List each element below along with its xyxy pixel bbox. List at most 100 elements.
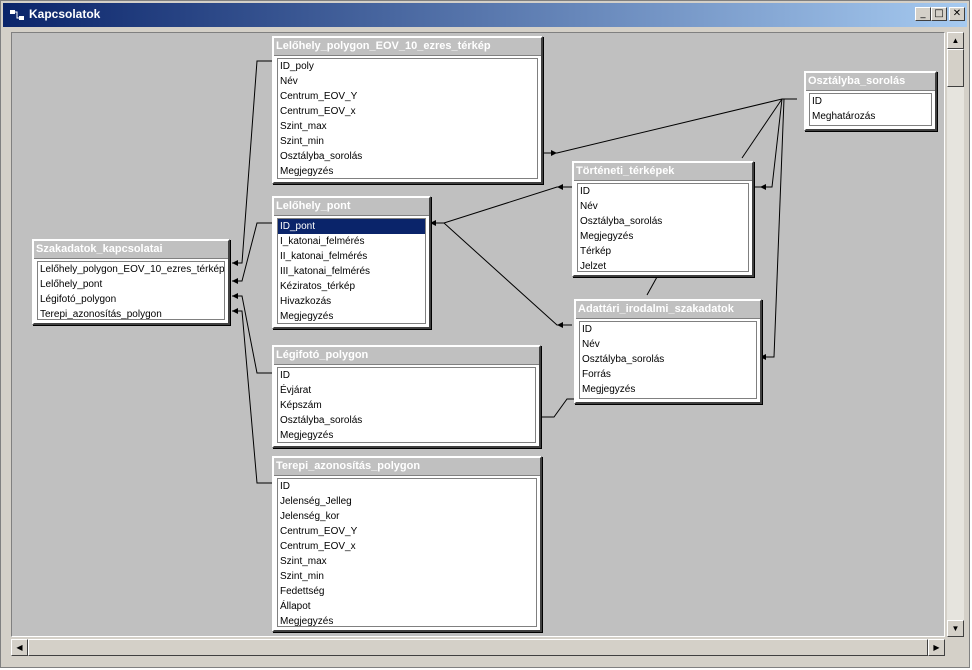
field-list[interactable]: ID Meghatározás bbox=[809, 93, 932, 126]
relation-line bbox=[232, 310, 272, 484]
field-item[interactable]: Megjegyzés bbox=[280, 166, 334, 177]
field-list[interactable]: ID Név Osztályba_sorolás Forrás Megjegyz… bbox=[579, 321, 757, 399]
relation-line bbox=[232, 222, 272, 282]
relationship-lines bbox=[232, 60, 797, 484]
field-item[interactable]: Megjegyzés bbox=[580, 231, 634, 242]
field-item[interactable]: Jelenség_kor bbox=[280, 511, 340, 522]
table-lelohely-polygon[interactable]: Lelőhely_polygon_EOV_10_ezres_térkép ID_… bbox=[272, 36, 543, 184]
field-item[interactable]: I_katonai_felmérés bbox=[280, 236, 365, 247]
field-item[interactable]: Centrum_EOV_x bbox=[280, 541, 356, 552]
table-lelohely-pont[interactable]: Lelőhely_pont ID_pont I_katonai_felmérés… bbox=[272, 196, 431, 329]
field-list[interactable]: ID_poly Név Centrum_EOV_Y Centrum_EOV_x … bbox=[277, 58, 538, 179]
field-item[interactable]: Centrum_EOV_Y bbox=[280, 91, 358, 102]
field-item-selected[interactable]: ID_pont bbox=[278, 219, 425, 234]
field-item[interactable]: Hivazkozás bbox=[280, 296, 332, 307]
relation-arrow bbox=[551, 150, 557, 156]
table-legifoto-polygon[interactable]: Légifotó_polygon ID Évjárat Képszám Oszt… bbox=[272, 345, 541, 448]
field-list[interactable]: ID_pont I_katonai_felmérés II_katonai_fe… bbox=[277, 218, 426, 324]
field-item[interactable]: II_katonai_felmérés bbox=[280, 251, 368, 262]
field-item[interactable]: Centrum_EOV_Y bbox=[280, 526, 358, 537]
field-item[interactable]: ID_poly bbox=[280, 61, 314, 72]
field-item[interactable]: Lelőhely_pont bbox=[40, 279, 103, 290]
relationship-canvas[interactable]: Lelőhely_polygon_EOV_10_ezres_térkép ID_… bbox=[11, 32, 945, 637]
relation-arrow bbox=[232, 308, 238, 314]
relation-line bbox=[752, 98, 783, 188]
window-title: Kapcsolatok bbox=[29, 7, 101, 21]
field-item[interactable]: Megjegyzés bbox=[280, 311, 334, 322]
field-item[interactable]: Lelőhely_polygon_EOV_10_ezres_térkép bbox=[40, 264, 225, 275]
table-terepi-azonositas[interactable]: Terepi_azonosítás_polygon ID Jelenség_Je… bbox=[272, 456, 542, 632]
field-list[interactable]: ID Évjárat Képszám Osztályba_sorolás Meg… bbox=[277, 367, 536, 443]
vertical-scroll-thumb[interactable] bbox=[947, 49, 964, 87]
field-item[interactable]: Térkép bbox=[580, 246, 612, 257]
relation-line bbox=[430, 222, 572, 326]
field-item[interactable]: ID bbox=[280, 481, 290, 492]
table-title[interactable]: Adattári_irodalmi_szakadatok bbox=[576, 301, 760, 319]
field-item[interactable]: ID bbox=[812, 96, 822, 107]
vertical-scrollbar[interactable]: ▲ ▼ bbox=[947, 32, 964, 637]
field-item[interactable]: Név bbox=[582, 339, 600, 350]
field-item[interactable]: Állapot bbox=[280, 601, 311, 612]
field-item[interactable]: Légifotó_polygon bbox=[40, 294, 117, 305]
field-item[interactable]: Szint_max bbox=[280, 556, 327, 567]
close-button[interactable]: ✕ bbox=[949, 7, 965, 21]
field-list[interactable]: Lelőhely_polygon_EOV_10_ezres_térkép Lel… bbox=[37, 261, 225, 320]
title-bar[interactable]: Kapcsolatok _ □ ✕ bbox=[3, 3, 967, 27]
table-title[interactable]: Légifotó_polygon bbox=[274, 347, 539, 365]
arrow-up-icon[interactable]: ▲ bbox=[947, 32, 964, 49]
field-item[interactable]: Fedettség bbox=[280, 586, 325, 597]
field-item[interactable]: Név bbox=[580, 201, 598, 212]
field-list[interactable]: ID Név Osztályba_sorolás Megjegyzés Térk… bbox=[577, 183, 749, 272]
field-list[interactable]: ID Jelenség_Jelleg Jelenség_kor Centrum_… bbox=[277, 478, 537, 627]
field-item[interactable]: Jelenség_Jelleg bbox=[280, 496, 352, 507]
relation-arrow bbox=[760, 354, 766, 360]
field-item[interactable]: Terepi_azonosítás_polygon bbox=[40, 309, 162, 320]
field-item[interactable]: ID bbox=[580, 186, 590, 197]
field-item[interactable]: Osztályba_sorolás bbox=[280, 151, 363, 162]
field-item[interactable]: Név bbox=[280, 76, 298, 87]
field-item[interactable]: Szint_min bbox=[280, 571, 324, 582]
field-item[interactable]: Jelzet bbox=[580, 261, 607, 272]
field-item[interactable]: Kéziratos_térkép bbox=[280, 281, 356, 292]
maximize-button[interactable]: □ bbox=[931, 7, 947, 21]
relation-line bbox=[232, 60, 272, 264]
field-item[interactable]: Osztályba_sorolás bbox=[580, 216, 663, 227]
arrow-right-icon[interactable]: ▶ bbox=[928, 639, 945, 656]
field-item[interactable]: Képszám bbox=[280, 400, 322, 411]
table-title[interactable]: Osztályba_sorolás bbox=[806, 73, 935, 91]
field-item[interactable]: Osztályba_sorolás bbox=[582, 354, 665, 365]
field-item[interactable]: Megjegyzés bbox=[582, 384, 636, 395]
field-item[interactable]: Megjegyzés bbox=[280, 616, 334, 627]
relation-line bbox=[760, 98, 785, 358]
field-item[interactable]: Meghatározás bbox=[812, 111, 876, 122]
field-item[interactable]: ID bbox=[582, 324, 592, 335]
table-szakadatok-kapcsolatai[interactable]: Szakadatok_kapcsolatai Lelőhely_polygon_… bbox=[32, 239, 230, 325]
table-torteneti-terkepek[interactable]: Történeti_térképek ID Név Osztályba_soro… bbox=[572, 161, 754, 277]
table-title[interactable]: Történeti_térképek bbox=[574, 163, 752, 181]
table-adattari-irodalmi[interactable]: Adattári_irodalmi_szakadatok ID Név Oszt… bbox=[574, 299, 762, 404]
horizontal-scrollbar[interactable]: ◀ ▶ bbox=[11, 639, 945, 656]
table-title[interactable]: Lelőhely_pont bbox=[274, 198, 429, 216]
field-item[interactable]: Forrás bbox=[582, 369, 611, 380]
field-item[interactable]: Centrum_EOV_x bbox=[280, 106, 356, 117]
relation-line bbox=[232, 295, 272, 374]
arrow-down-icon[interactable]: ▼ bbox=[947, 620, 964, 637]
arrow-left-icon[interactable]: ◀ bbox=[11, 639, 28, 656]
table-title[interactable]: Szakadatok_kapcsolatai bbox=[34, 241, 228, 259]
field-item[interactable]: ID bbox=[280, 370, 290, 381]
field-item[interactable]: Évjárat bbox=[280, 385, 312, 396]
field-item[interactable]: Szint_min bbox=[280, 136, 324, 147]
field-item[interactable]: Megjegyzés bbox=[280, 430, 334, 441]
field-item[interactable]: Osztályba_sorolás bbox=[280, 415, 363, 426]
field-item[interactable]: Szint_max bbox=[280, 121, 327, 132]
relation-arrow bbox=[760, 184, 766, 190]
table-osztalyba-sorolas[interactable]: Osztályba_sorolás ID Meghatározás bbox=[804, 71, 937, 131]
relation-line bbox=[741, 98, 783, 159]
minimize-button[interactable]: _ bbox=[915, 7, 931, 21]
horizontal-scroll-thumb[interactable] bbox=[28, 639, 928, 656]
size-grip[interactable] bbox=[947, 639, 964, 656]
table-title[interactable]: Lelőhely_polygon_EOV_10_ezres_térkép bbox=[274, 38, 541, 56]
field-item[interactable]: III_katonai_felmérés bbox=[280, 266, 371, 277]
table-title[interactable]: Terepi_azonosítás_polygon bbox=[274, 458, 540, 476]
